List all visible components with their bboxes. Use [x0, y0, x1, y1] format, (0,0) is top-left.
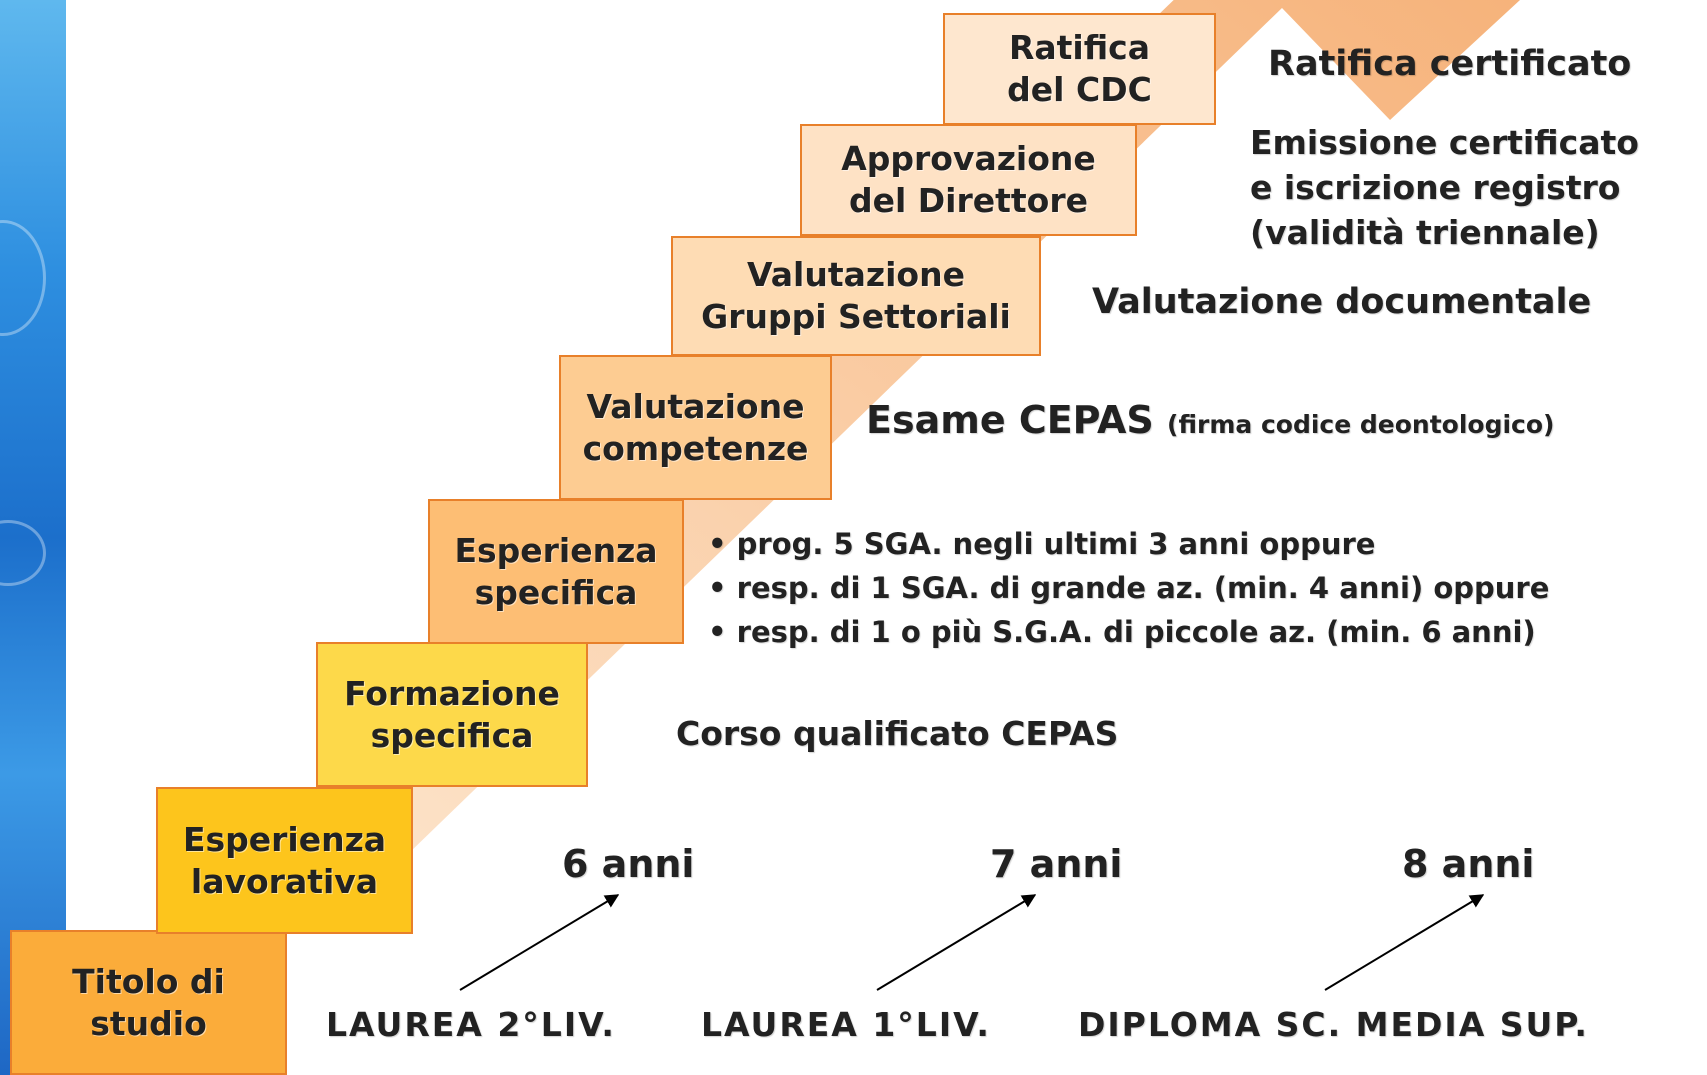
duration-years: 8 anni	[1402, 842, 1535, 886]
decorative-water-sidebar	[0, 0, 66, 1075]
duration-years: 6 anni	[562, 842, 695, 886]
requirement-item: resp. di 1 SGA. di grande az. (min. 4 an…	[708, 566, 1550, 610]
esame-cepas-title: Esame CEPAS	[866, 398, 1154, 442]
arrow-shape	[290, 0, 1520, 915]
step-esperienza-specifica: Esperienza specifica	[428, 499, 684, 644]
ratifica-certificato-label: Ratifica certificato	[1268, 44, 1632, 84]
step-titolo-di-studio: Titolo di studio	[10, 930, 287, 1075]
duration-years: 7 anni	[990, 842, 1123, 886]
valutazione-documentale-label: Valutazione documentale	[1092, 282, 1592, 322]
step-approvazione-direttore: Approvazione del Direttore	[800, 124, 1137, 236]
degree-label: LAUREA 2°LIV.	[326, 1005, 616, 1044]
step-esperienza-lavorativa: Esperienza lavorativa	[156, 787, 413, 934]
degree-label: LAUREA 1°LIV.	[701, 1005, 991, 1044]
requirement-item: prog. 5 SGA. negli ultimi 3 anni oppure	[708, 522, 1549, 566]
esperienza-specifica-requirements: prog. 5 SGA. negli ultimi 3 anni oppure …	[708, 522, 1550, 654]
esame-cepas-note: (firma codice deontologico)	[1167, 410, 1555, 439]
step-valutazione-gruppi-settoriali: Valutazione Gruppi Settoriali	[671, 236, 1041, 356]
step-formazione-specifica: Formazione specifica	[316, 642, 588, 787]
requirement-item: resp. di 1 o più S.G.A. di piccole az. (…	[708, 610, 1549, 654]
step-ratifica-cdc: Ratifica del CDC	[943, 13, 1216, 125]
degree-label: DIPLOMA SC. MEDIA SUP.	[1078, 1005, 1589, 1044]
step-valutazione-competenze: Valutazione competenze	[559, 355, 832, 500]
corso-qualificato-label: Corso qualificato CEPAS	[676, 714, 1119, 753]
pointer-arrow	[876, 894, 1037, 991]
pointer-arrow	[1324, 894, 1485, 991]
esame-cepas-label: Esame CEPAS (firma codice deontologico)	[866, 398, 1554, 442]
pointer-arrow	[459, 894, 620, 991]
emissione-certificato-label: Emissione certificato e iscrizione regis…	[1250, 123, 1639, 252]
